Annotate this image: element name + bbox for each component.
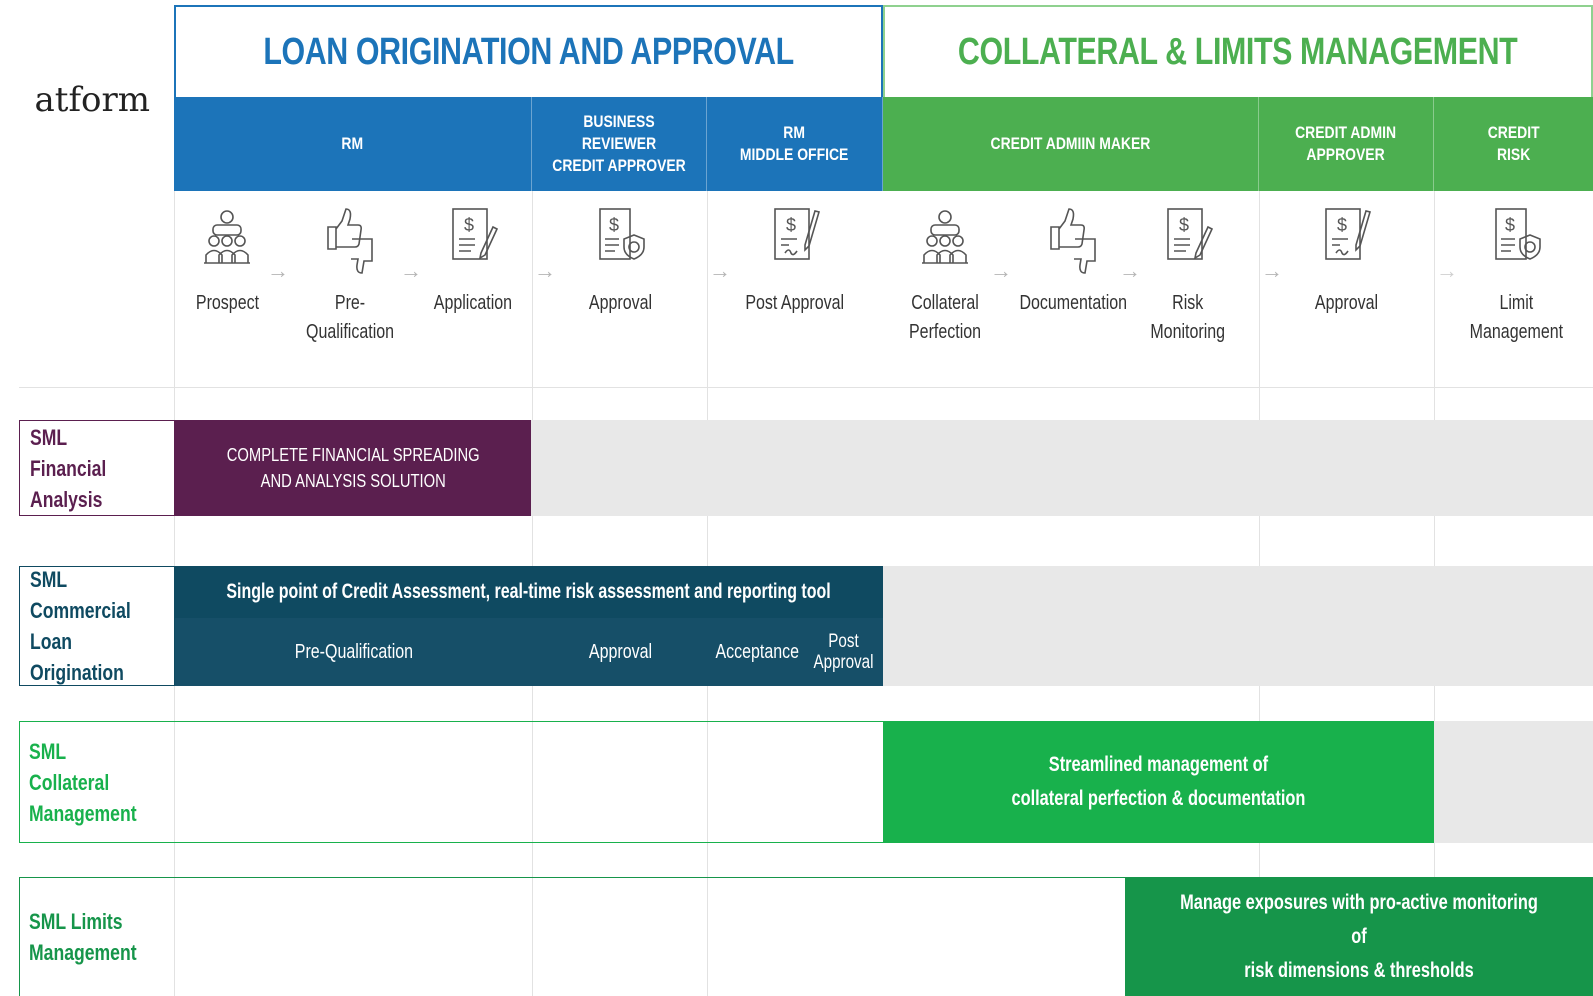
step-label: Post Approval bbox=[745, 292, 845, 314]
document-shield-icon bbox=[599, 208, 645, 260]
row-label-commercial-loan-origination: SML Commercial Loan Origination bbox=[19, 566, 175, 686]
row-frame-collateral bbox=[19, 721, 883, 843]
step-label: Prospect bbox=[195, 292, 259, 314]
step-admin-approval: Approval bbox=[1290, 205, 1402, 318]
thumbs-icon bbox=[327, 208, 373, 274]
bar-origination-stages bbox=[175, 618, 883, 686]
step-label: Approval bbox=[1314, 292, 1378, 314]
arrow-right-icon: → bbox=[1119, 258, 1141, 283]
bar-empty bbox=[1434, 721, 1593, 843]
row-label-text: SML Commercial Loan Origination bbox=[30, 567, 131, 685]
role-label: RM MIDDLE OFFICE bbox=[740, 123, 849, 164]
step-risk-monitoring: Risk Monitoring bbox=[1138, 205, 1238, 347]
step-label: Limit Management bbox=[1469, 292, 1563, 343]
row-frame-limits bbox=[19, 877, 1125, 996]
bar-credit-assessment-headline-text: Single point of Credit Assessment, real-… bbox=[226, 580, 832, 603]
thumbs-icon bbox=[1050, 208, 1096, 274]
document-signature-icon bbox=[774, 208, 820, 260]
role-rm-middle-office: RM MIDDLE OFFICE bbox=[707, 97, 883, 191]
stage-acceptance: Acceptance bbox=[707, 618, 807, 686]
section-header-collateral-limits: COLLATERAL & LIMITS MANAGEMENT bbox=[883, 5, 1593, 97]
section-header-collateral-limits-label: COLLATERAL & LIMITS MANAGEMENT bbox=[958, 30, 1518, 73]
arrow-right-icon: → bbox=[267, 258, 289, 283]
row-label-text: SML Collateral Management bbox=[29, 738, 137, 826]
role-credit-admin-maker: CREDIT ADMIIN MAKER bbox=[883, 97, 1259, 191]
stage-approval: Approval bbox=[562, 618, 678, 686]
bar-empty bbox=[531, 420, 1593, 516]
document-icon bbox=[1167, 208, 1213, 260]
step-label: Collateral Perfection bbox=[908, 292, 982, 343]
step-limit-management: Limit Management bbox=[1456, 205, 1576, 347]
bar-collateral-streamlined: Streamlined management of collateral per… bbox=[883, 721, 1434, 843]
step-collateral-perfection: Collateral Perfection bbox=[895, 205, 995, 347]
role-business-reviewer: BUSINESS REVIEWER CREDIT APPROVER bbox=[532, 97, 707, 191]
role-label: CREDIT RISK bbox=[1487, 123, 1540, 164]
arrow-right-icon: → bbox=[1261, 258, 1283, 283]
bar-limits-monitoring: Manage exposures with pro-active monitor… bbox=[1125, 877, 1593, 996]
step-approval: Approval bbox=[562, 205, 678, 318]
arrow-right-icon: → bbox=[1436, 258, 1458, 283]
row-label-financial-analysis: SML Financial Analysis bbox=[19, 420, 175, 516]
people-icon bbox=[921, 210, 969, 264]
row-label-text: SML Financial Analysis bbox=[30, 424, 107, 512]
stage-label: Post Approval bbox=[813, 631, 873, 673]
role-credit-admin-approver: CREDIT ADMIN APPROVER bbox=[1259, 97, 1434, 191]
step-label: Application bbox=[433, 292, 513, 314]
step-label: Approval bbox=[588, 292, 652, 314]
stage-post-approval: Post Approval bbox=[803, 618, 883, 686]
people-icon bbox=[203, 210, 251, 264]
row-label-text: SML Limits Management bbox=[29, 908, 137, 965]
divider bbox=[19, 387, 1593, 388]
row-label-limits-management: SML Limits Management bbox=[19, 877, 175, 996]
bar-financial-spreading: COMPLETE FINANCIAL SPREADING AND ANALYSI… bbox=[175, 420, 531, 516]
document-icon bbox=[452, 208, 498, 260]
step-prospect: Prospect bbox=[182, 205, 272, 318]
step-application: Application bbox=[418, 205, 528, 318]
bar-credit-assessment-headline: Single point of Credit Assessment, real-… bbox=[175, 566, 883, 618]
bar-empty bbox=[883, 566, 1593, 686]
step-documentation: Documentation bbox=[1008, 205, 1138, 318]
arrow-right-icon: → bbox=[400, 258, 422, 283]
role-label: CREDIT ADMIN APPROVER bbox=[1295, 123, 1397, 164]
role-label: BUSINESS REVIEWER CREDIT APPROVER bbox=[552, 112, 686, 175]
step-label: Documentation bbox=[1019, 292, 1127, 314]
document-signature-icon bbox=[1325, 208, 1371, 260]
arrow-right-icon: → bbox=[534, 258, 556, 283]
role-credit-risk: CREDIT RISK bbox=[1434, 97, 1593, 191]
step-label: Risk Monitoring bbox=[1150, 292, 1226, 343]
role-label: CREDIT ADMIIN MAKER bbox=[990, 134, 1151, 153]
row-label-collateral-management: SML Collateral Management bbox=[19, 721, 175, 843]
section-header-loan-origination: LOAN ORIGINATION AND APPROVAL bbox=[174, 5, 883, 97]
stage-pre-qualification: Pre-Qualification bbox=[175, 618, 532, 686]
step-post-approval: Post Approval bbox=[725, 205, 865, 318]
section-header-loan-origination-label: LOAN ORIGINATION AND APPROVAL bbox=[263, 30, 794, 73]
stage-label: Acceptance bbox=[715, 640, 799, 663]
bar-limits-monitoring-text: Manage exposures with pro-active monitor… bbox=[1180, 890, 1538, 982]
title-fragment: atform bbox=[34, 80, 150, 120]
document-shield-icon bbox=[1495, 208, 1541, 260]
step-pre-qualification: Pre- Qualification bbox=[292, 205, 408, 347]
role-label: RM bbox=[341, 134, 364, 153]
stage-label: Approval bbox=[588, 640, 652, 663]
bar-financial-spreading-text: COMPLETE FINANCIAL SPREADING AND ANALYSI… bbox=[226, 445, 480, 491]
arrow-right-icon: → bbox=[709, 258, 731, 283]
arrow-right-icon: → bbox=[990, 258, 1012, 283]
bar-collateral-streamlined-text: Streamlined management of collateral per… bbox=[1011, 753, 1306, 810]
step-label: Pre- Qualification bbox=[305, 292, 395, 343]
stage-label: Pre-Qualification bbox=[294, 640, 413, 663]
role-rm: RM bbox=[174, 97, 532, 191]
